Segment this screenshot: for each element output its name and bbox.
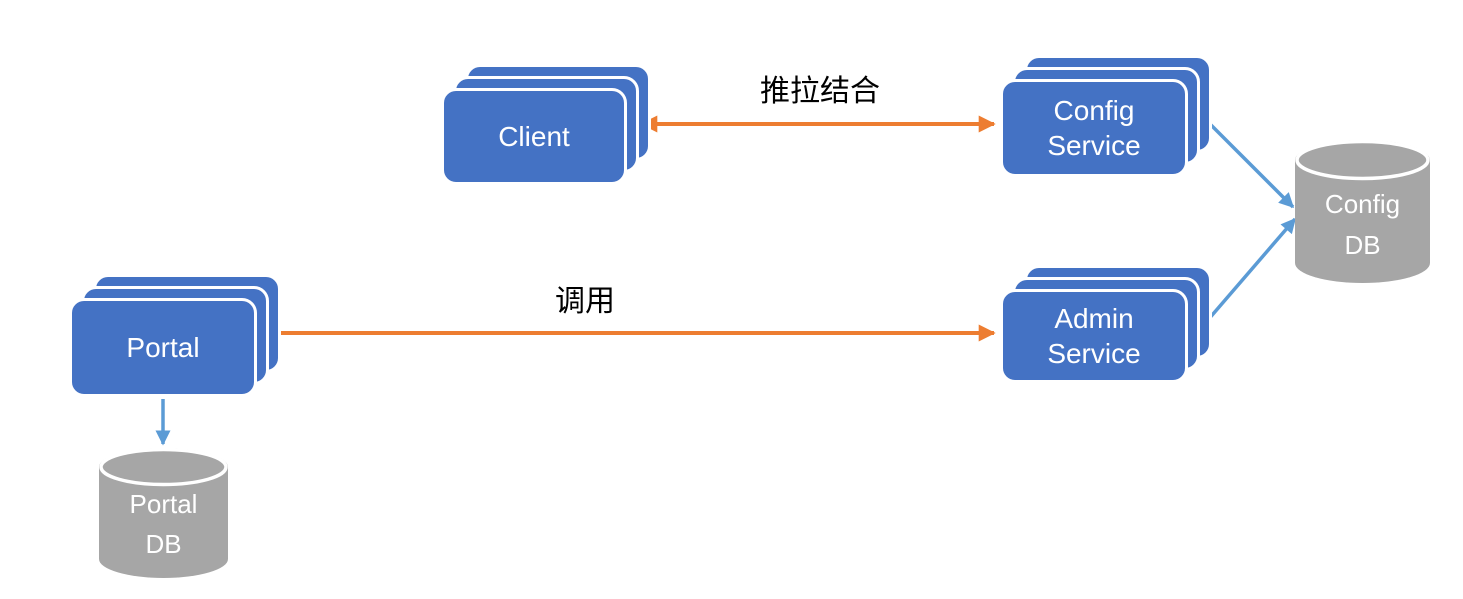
portal-box-front [69, 298, 257, 397]
client-label: Client [498, 121, 570, 152]
node-config-db: Config DB [1295, 140, 1430, 283]
portal-db-cylinder-shape [99, 448, 228, 578]
portal-db-label-line2: DB [145, 529, 182, 559]
node-client: Client [441, 64, 651, 185]
admin-service-box-front [1000, 289, 1188, 383]
admin-service-label-line1: Admin [1054, 303, 1134, 334]
arrow-admin-service-config-db [1199, 217, 1297, 330]
admin-service-label-line2: Service [1047, 338, 1141, 369]
node-admin-service: Admin Service [1000, 265, 1212, 383]
node-portal: Portal [69, 274, 281, 397]
config-service-box-front [1000, 79, 1188, 177]
portal-db-label-line1: Portal [129, 488, 198, 519]
node-portal-db: Portal DB [99, 448, 228, 578]
edge-label-invoke: 调用 [555, 285, 615, 318]
portal-label: Portal [126, 332, 200, 363]
config-service-label-line1: Config [1053, 95, 1135, 126]
config-service-label-line2: Service [1047, 130, 1141, 161]
arrow-config-service-config-db [1199, 113, 1295, 209]
config-db-label-line2: DB [1344, 229, 1381, 260]
config-db-cylinder-shape [1295, 140, 1430, 283]
edge-label-push-pull: 推拉结合 [760, 75, 880, 108]
client-box-front [441, 88, 627, 185]
node-config-service: Config Service [1000, 55, 1212, 177]
config-db-label-line1: Config [1324, 189, 1401, 220]
